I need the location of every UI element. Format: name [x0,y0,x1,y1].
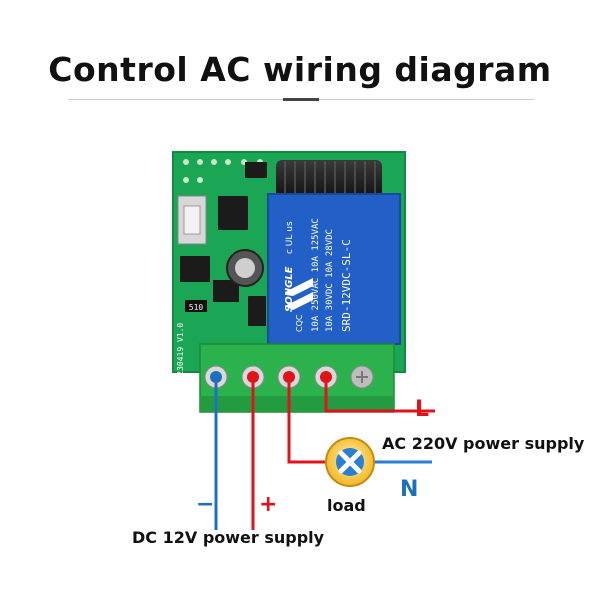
relay-rating-1: 10A 250VAC 10A 125VAC [311,218,321,332]
resistor-code: 510 [189,303,204,312]
wires [214,383,435,530]
dc-supply-label: DC 12V power supply [132,528,325,547]
board-label: AK-Y230419 V1.0 [176,323,185,395]
learn-button-cap [183,205,201,235]
title-divider-right [319,99,534,100]
title-divider-accent [283,98,319,101]
ac-supply-label: AC 220V power supply [382,434,585,453]
diagram-title: Control AC wiring diagram [48,50,552,89]
line-label: L [415,397,429,422]
terminal-dots [210,371,332,383]
lamp-cross-icon [338,450,362,474]
minus-label: − [196,492,214,517]
relay-brand: SONGLE [284,266,295,312]
plus-label: + [259,492,277,517]
ic-chip-2 [213,280,239,302]
antenna-coil [276,160,382,198]
terminal-dot-com [283,371,295,383]
title-divider-left [68,99,283,100]
transistor [248,296,266,326]
terminal-block [199,343,395,413]
load-lamp [325,437,375,487]
smd-part [245,162,267,178]
antenna-coil-turns [284,161,376,197]
terminal-dot-negative [210,371,222,383]
smd-resistor [185,300,207,312]
relay-rating-2: 10A 30VDC 10A 28VDC [325,229,335,332]
ic-chip-1 [218,196,248,230]
relay-cert: CQC [295,314,304,332]
relay: SONGLE c UL us 10A 250VAC 10A 125VAC 10A… [267,193,401,345]
relay-ul-mark: c UL us [285,221,295,254]
songle-logo-icon [285,278,313,310]
ic-chip-3 [180,256,210,282]
relay-model: SRD-12VDC-SL-C [340,239,353,332]
relay-body [267,193,401,345]
wire-no-to-line [324,383,435,413]
terminal-dot-no [320,371,332,383]
load-label: load [327,496,366,515]
wire-com-to-load [287,383,326,464]
terminal-dot-positive [247,371,259,383]
neutral-label: N [400,477,418,502]
